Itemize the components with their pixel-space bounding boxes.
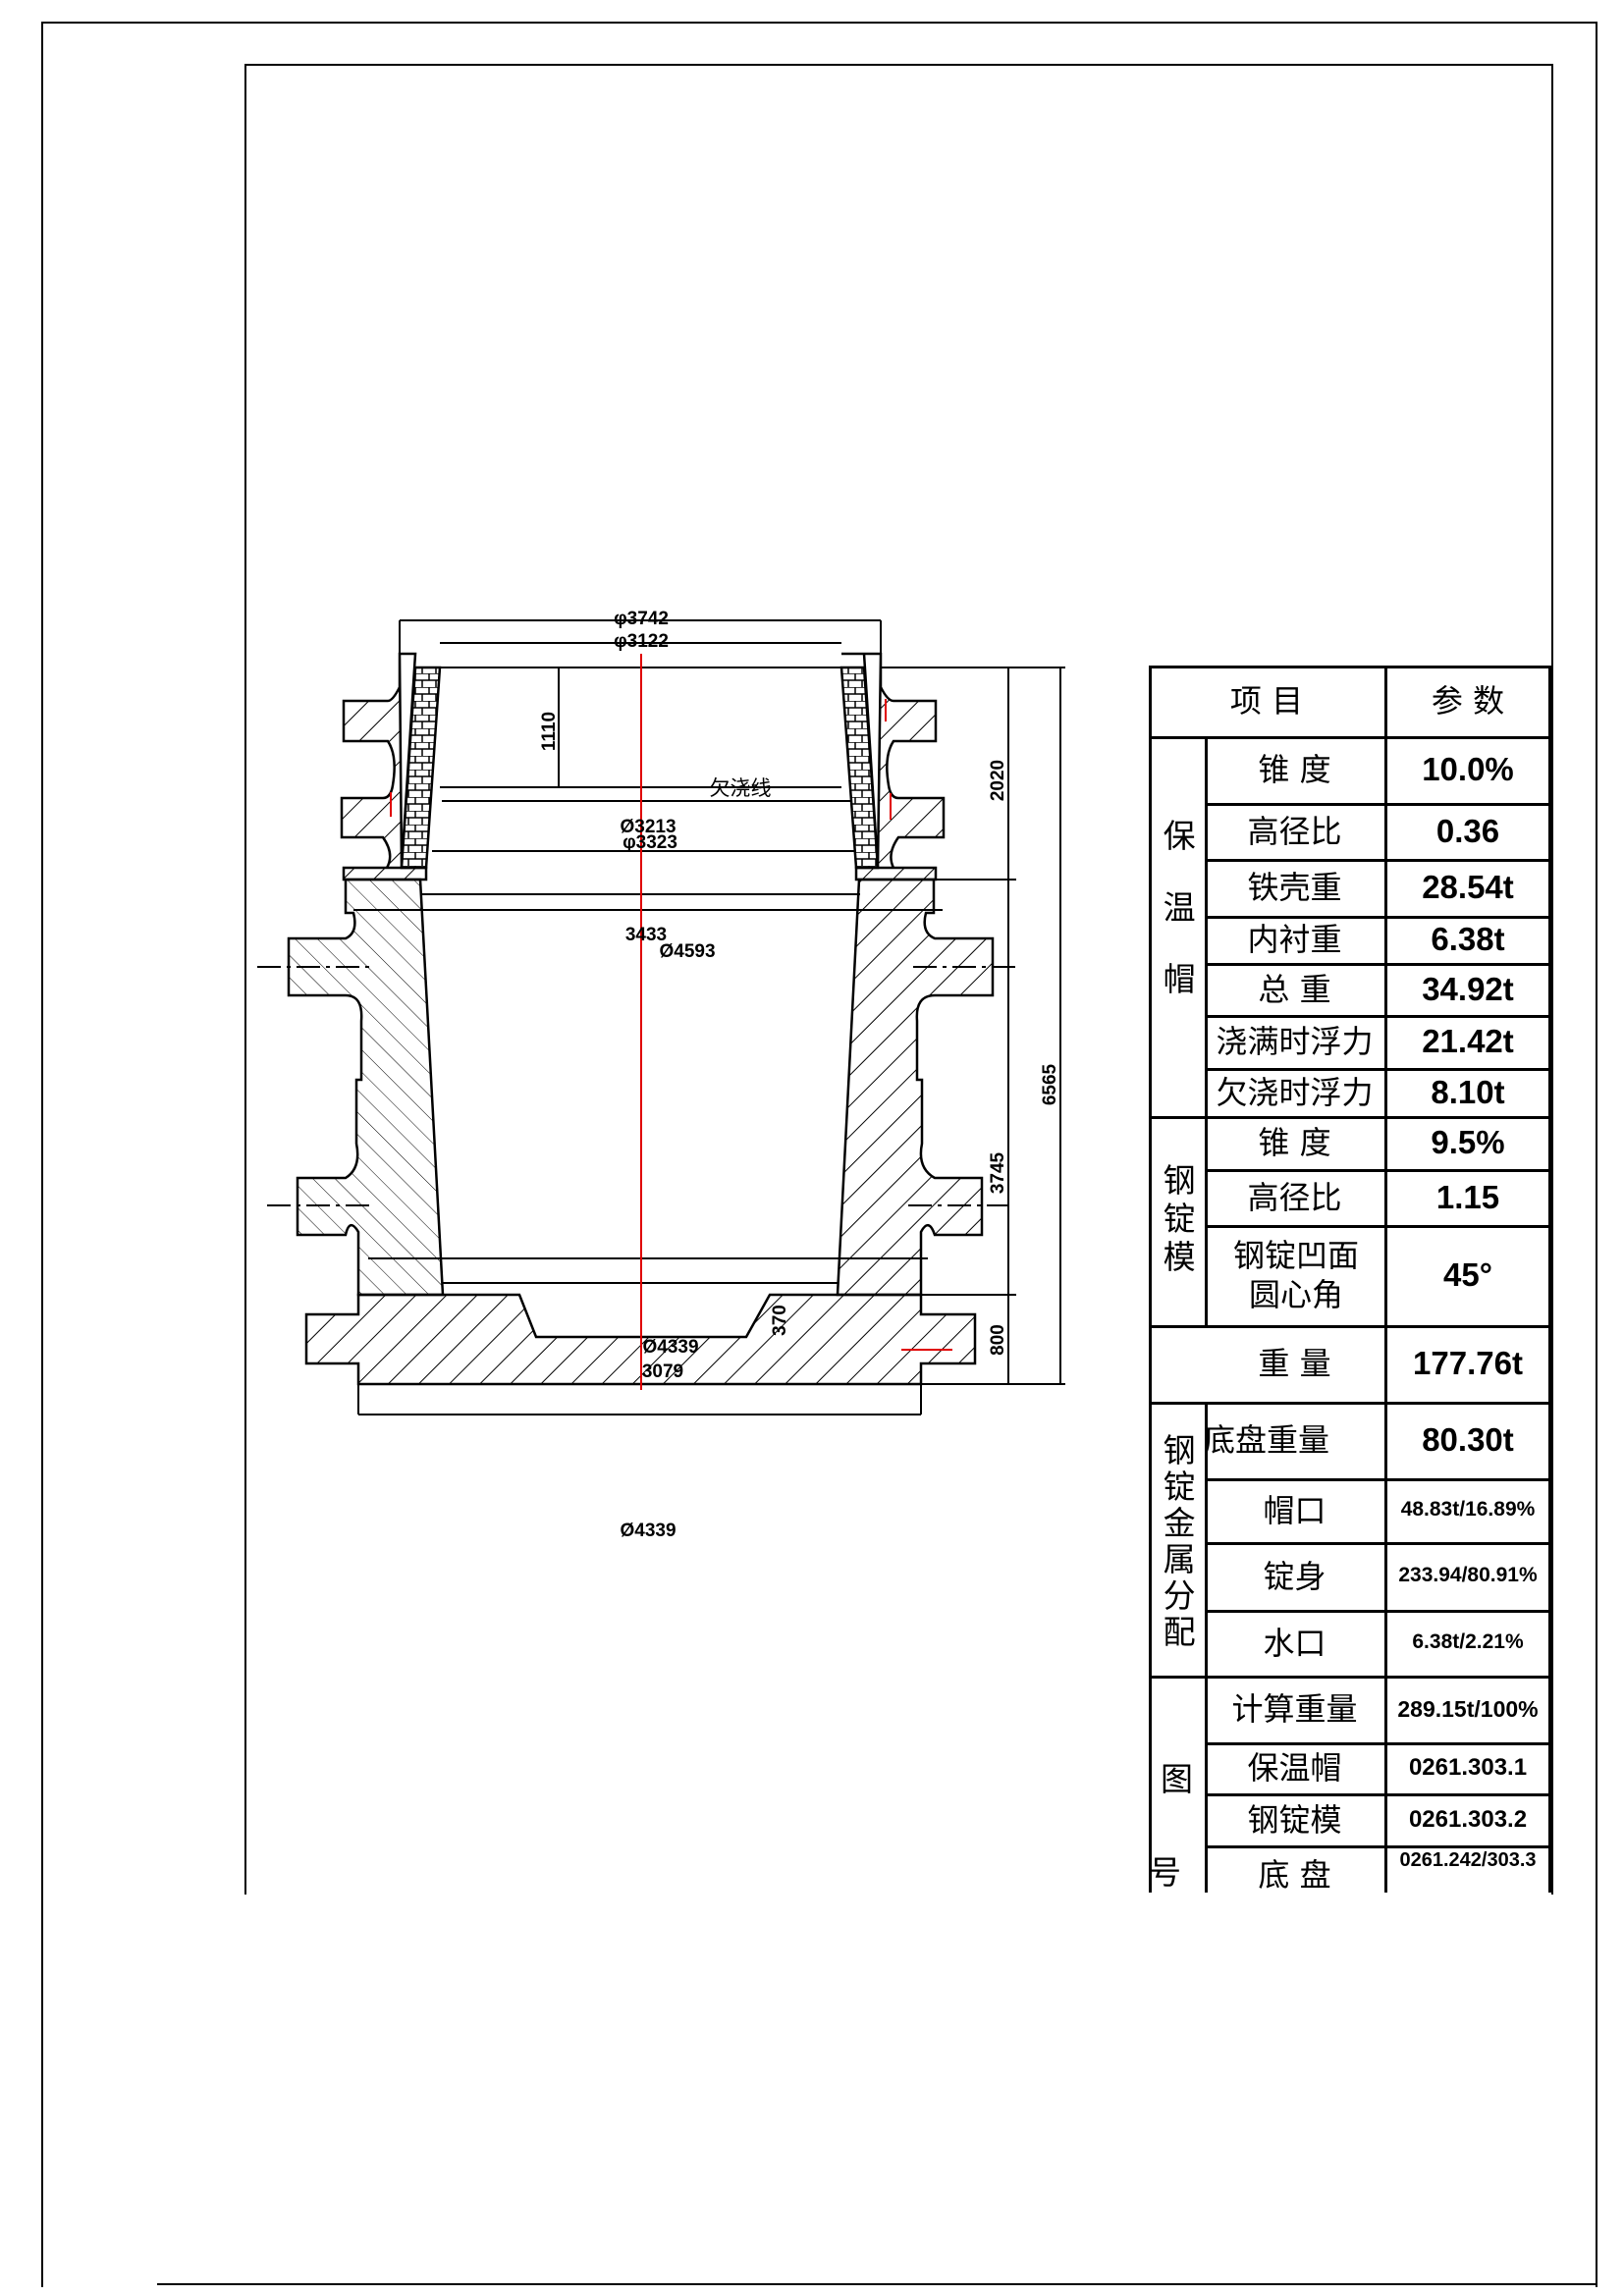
header-param: 参 数 <box>1431 682 1505 720</box>
row-value: 289.15t/100% <box>1397 1695 1539 1722</box>
row-value: 233.94/80.91% <box>1398 1564 1538 1587</box>
row-value: 0.36 <box>1435 812 1500 849</box>
row-value: 0261.242/303.3 <box>1399 1848 1537 1871</box>
row-label: 锥 度 <box>1258 1124 1331 1161</box>
header-item: 项 目 <box>1229 682 1304 720</box>
brick-lining-left <box>400 666 442 870</box>
mold-wall-right <box>836 878 995 1297</box>
group-drawing-number-top: 图 <box>1161 1759 1193 1798</box>
row-label: 高径比 <box>1247 812 1342 850</box>
row-label: 锭身 <box>1263 1557 1326 1595</box>
dim-h-hat: 2020 <box>988 760 1008 801</box>
row-value: 28.54t <box>1422 869 1514 906</box>
row-value: 21.42t <box>1422 1023 1514 1060</box>
dim-d-mold-bottom-outer: Ø4339 <box>642 1337 698 1358</box>
inner-border <box>244 64 1553 1895</box>
dim-h-total: 6565 <box>1040 1063 1060 1105</box>
row-value: 45° <box>1443 1256 1492 1294</box>
outer-frame-bottom <box>157 2283 1596 2285</box>
dim-recess-depth: 370 <box>770 1305 790 1336</box>
dim-h-hat-underpour: 1110 <box>539 712 560 751</box>
brick-lining-right <box>839 666 880 870</box>
row-value: 6.38t/2.21% <box>1412 1630 1524 1654</box>
row-label: 总 重 <box>1258 970 1331 1008</box>
row-value: 9.5% <box>1431 1124 1505 1161</box>
row-label: 钢锭模 <box>1247 1800 1342 1839</box>
row-label: 保温帽 <box>1247 1749 1342 1787</box>
dim-d-base: Ø4339 <box>620 1521 676 1541</box>
row-label: 水口 <box>1263 1624 1326 1662</box>
parameter-table: 项 目 参 数 保温帽 锥 度 10.0% 高径比 0.36 铁壳重 28.54… <box>1149 666 1551 1893</box>
row-label: 底 盘 <box>1258 1856 1331 1893</box>
row-value: 0261.303.2 <box>1408 1805 1528 1833</box>
dim-h-mold: 3745 <box>988 1151 1008 1194</box>
row-value: 6.38t <box>1431 921 1505 958</box>
dim-d-top-outer: φ3742 <box>614 609 669 629</box>
row-value: 177.76t <box>1413 1345 1523 1382</box>
base-weight-label: 底盘重量 <box>1203 1421 1329 1459</box>
base-weight-value: 80.30t <box>1422 1421 1514 1459</box>
row-value: 48.83t/16.89% <box>1400 1498 1536 1522</box>
dim-d-top-inner: φ3122 <box>614 631 669 652</box>
dim-d-mold-top-inner: 3433 <box>625 925 667 945</box>
row-value: 1.15 <box>1435 1178 1500 1215</box>
row-label: 铁壳重 <box>1247 869 1342 906</box>
underpour-line-label: 欠浇线 <box>710 776 772 800</box>
row-value: 0261.303.1 <box>1408 1754 1528 1781</box>
row-label: 计算重量 <box>1231 1690 1358 1728</box>
row-value: 10.0% <box>1422 751 1514 788</box>
row-label: 高径比 <box>1247 1178 1342 1216</box>
row-label: 钢锭凹面圆心角 <box>1232 1237 1359 1313</box>
row-label: 浇满时浮力 <box>1216 1023 1374 1060</box>
dim-d-mold-bottom-inner: 3079 <box>642 1362 683 1382</box>
row-label: 锥 度 <box>1258 751 1331 788</box>
row-value: 34.92t <box>1422 970 1514 1007</box>
group-ingot-mold: 钢锭模 <box>1158 1163 1197 1278</box>
dim-d-mold-top-outer: Ø4593 <box>659 941 715 962</box>
dim-h-base: 800 <box>988 1324 1008 1356</box>
group-metal-distribution: 钢锭金属分配 <box>1158 1432 1197 1651</box>
dim-d-underpour: Ø3213 <box>620 817 676 837</box>
outer-frame <box>41 22 1597 2287</box>
group-hot-top: 保温帽 <box>1158 819 1197 1034</box>
row-label: 帽口 <box>1263 1491 1326 1529</box>
dim-d-hat-bottom: φ3323 <box>623 832 677 853</box>
mold-wall-left <box>287 878 445 1297</box>
row-value: 8.10t <box>1431 1073 1505 1110</box>
row-label: 重 量 <box>1258 1345 1331 1382</box>
row-label: 欠浇时浮力 <box>1216 1073 1374 1111</box>
group-drawing-number-bottom: 号 <box>1149 1853 1181 1893</box>
row-label: 内衬重 <box>1247 921 1342 958</box>
